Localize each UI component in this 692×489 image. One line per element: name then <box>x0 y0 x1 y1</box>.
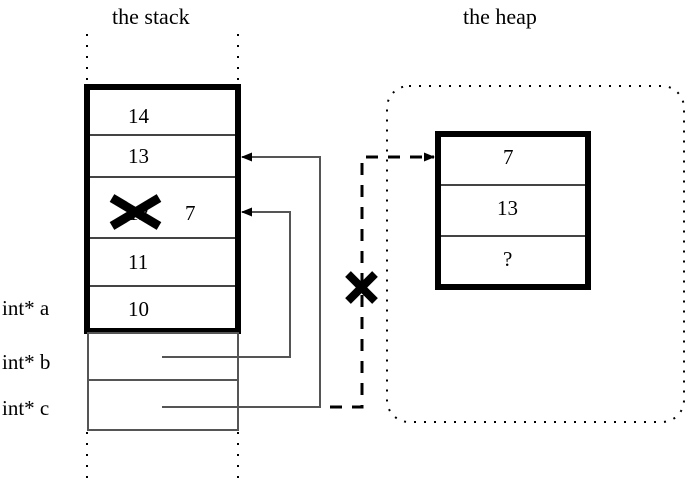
stack-cell-value-1: 13 <box>128 144 149 168</box>
heap-cell-value-0: 7 <box>503 145 514 169</box>
heap-cell-value-2: ? <box>503 247 513 271</box>
variable-cell-c <box>87 379 239 431</box>
broken-pointer-x-icon <box>345 271 378 304</box>
heap-region <box>386 85 685 423</box>
heap-cell-value-1: 13 <box>497 196 518 220</box>
struck-value-x-icon <box>109 194 162 230</box>
variable-label-c: int* c <box>2 396 50 420</box>
stack-cell-value-4: 10 <box>128 297 149 321</box>
heap-title: the heap <box>463 4 537 29</box>
stack-title: the stack <box>112 4 190 29</box>
variable-label-b: int* b <box>2 350 51 374</box>
stack-cell-value-3: 11 <box>128 250 149 274</box>
heap-block <box>435 131 591 290</box>
pointer-line-c-old <box>162 152 321 408</box>
stack-cell-value-0: 14 <box>128 104 149 128</box>
stack-frame <box>84 84 241 334</box>
variable-label-a: int* a <box>2 296 50 320</box>
pointer-line-b <box>162 207 291 358</box>
pointer-line-c-heap <box>330 152 435 409</box>
stack-cell-note-2: 7 <box>185 201 196 225</box>
